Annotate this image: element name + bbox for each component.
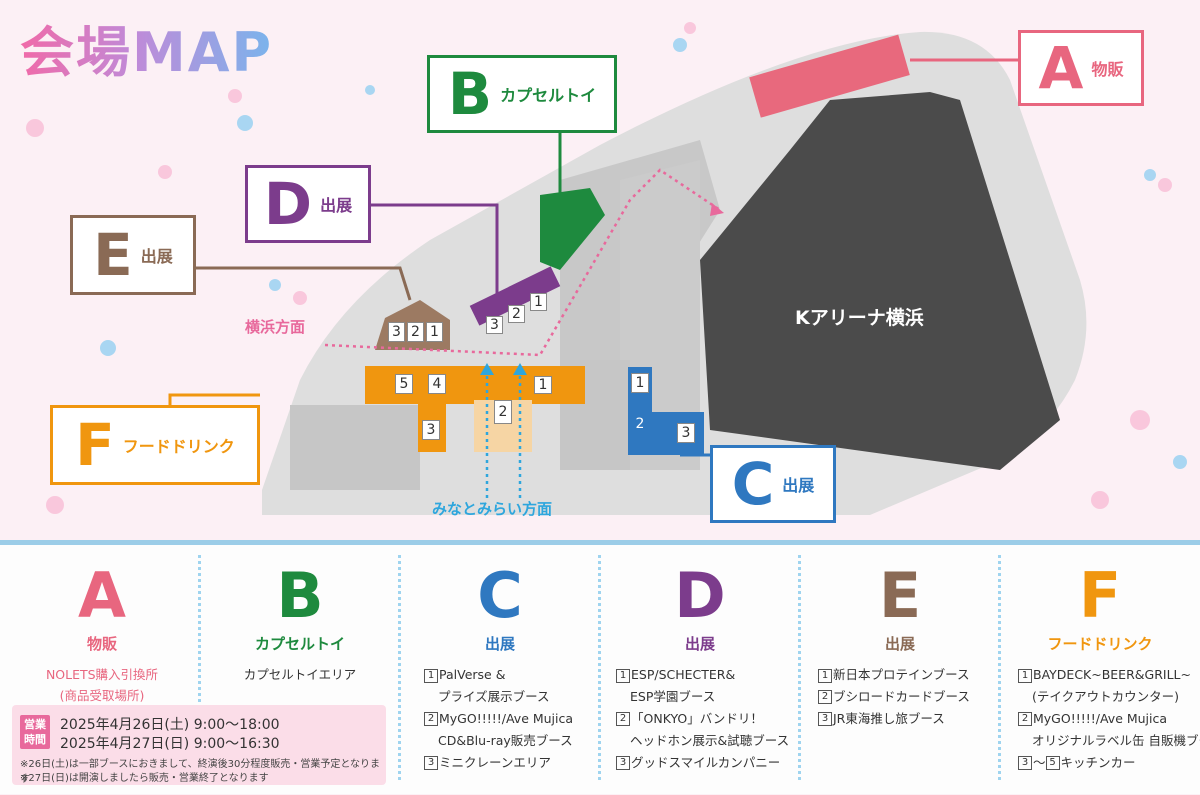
zone-b (540, 188, 605, 270)
d-booth-2: 2 (508, 305, 525, 323)
f-booth-1: 1 (534, 376, 552, 394)
zone-a (749, 34, 910, 118)
star-decorations (26, 22, 1172, 514)
d-booth-1: 1 (530, 293, 547, 311)
legend-a: A 物販 NOLETS購入引換所(商品受取場所) (45, 559, 159, 704)
f-booth-5: 5 (395, 374, 413, 394)
legend: A 物販 NOLETS購入引換所(商品受取場所) B カプセルトイ カプセルトイ… (0, 540, 1200, 794)
d-booth-3: 3 (486, 316, 503, 334)
page-title: 会場MAP (20, 8, 273, 87)
hours-tag: 営業時間 (20, 715, 50, 749)
e-booth-2: 2 (407, 322, 424, 342)
c-booth-2: 2 (635, 416, 645, 432)
route-pink (324, 168, 721, 357)
e-booth-3: 3 (388, 322, 405, 342)
direction-minatomirai: みなとみらい方面 (432, 500, 553, 518)
arena-label: Kアリーナ横浜 (795, 307, 924, 329)
e-booth-1: 1 (426, 322, 443, 342)
direction-yokohama: 横浜方面 (245, 318, 306, 336)
f-booth-2: 2 (494, 400, 512, 424)
legend-b: B カプセルトイ カプセルトイエリア (243, 559, 357, 683)
c-booth-3: 3 (677, 423, 695, 443)
route-blue (485, 372, 522, 498)
business-hours: 営業時間 2025年4月26日(土) 9:00〜18:00 2025年4月27日… (12, 705, 386, 785)
c-booth-1: 1 (631, 373, 649, 393)
f-booth-3: 3 (422, 420, 440, 440)
arena-building (700, 92, 1060, 470)
f-booth-4: 4 (428, 374, 446, 394)
map-drawing (26, 22, 1187, 516)
